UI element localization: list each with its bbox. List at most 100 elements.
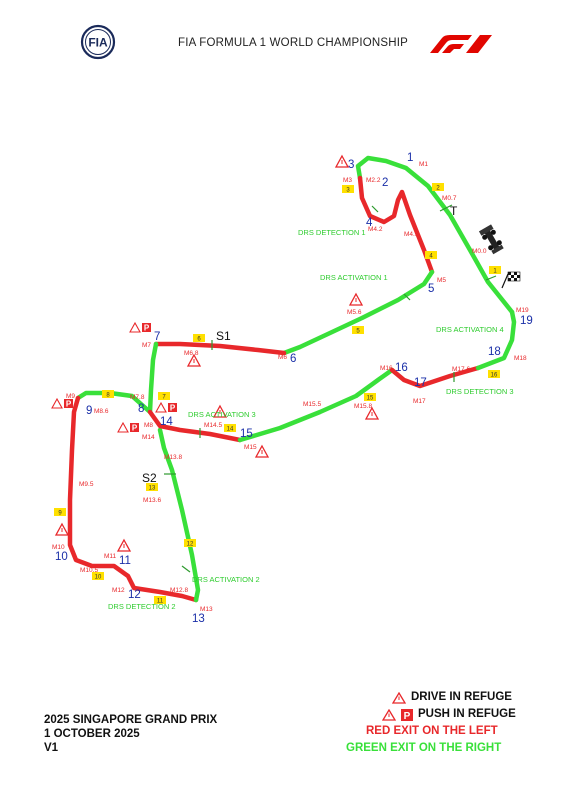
turn-number: 2: [382, 177, 388, 189]
warning-triangle-icon: [254, 444, 270, 458]
marshal-post: M7.8: [130, 394, 145, 401]
warning-triangle-icon: [54, 522, 70, 536]
turn-number: 1: [407, 152, 413, 164]
marshal-post: M5: [437, 277, 446, 284]
car-icon: [478, 224, 504, 255]
track-segment-green: [355, 155, 515, 315]
sector-label: S2: [142, 471, 157, 485]
track-segment-green: [237, 367, 395, 443]
marshal-post: M0.0: [472, 248, 487, 255]
marshal-post: M18: [514, 355, 527, 362]
marshal-post: M14: [142, 434, 155, 441]
warning-triangle-icon: [382, 708, 396, 721]
legend-red-exit: RED EXIT ON THE LEFT: [366, 725, 498, 737]
warning-triangle-icon: [348, 292, 364, 306]
push-in-refuge-markers: P P P P: [51, 321, 177, 433]
drive-in-refuge-markers: [54, 154, 380, 552]
marshal-post: M17: [413, 398, 426, 405]
push-icon-letter: P: [144, 324, 150, 333]
legend-drive-label: DRIVE IN REFUGE: [411, 691, 512, 703]
turn-number: 10: [55, 551, 68, 563]
header-title: FIA FORMULA 1 WORLD CHAMPIONSHIP: [178, 37, 409, 49]
turn-number: 17: [414, 377, 427, 389]
start-line: [485, 275, 497, 281]
turn-number: 5: [428, 283, 434, 295]
warning-triangle-icon: [334, 154, 350, 168]
turn-number: 18: [488, 346, 501, 358]
marshal-post: M8.6: [94, 408, 109, 415]
turn-number: 16: [395, 362, 408, 374]
drs-detection-line: [371, 205, 379, 213]
drs-label: DRS ACTIVATION 3: [188, 410, 256, 419]
marshal-post: M14.5: [204, 422, 222, 429]
marshal-post: M16: [380, 365, 393, 372]
marshal-post: M13: [200, 606, 213, 613]
flag-post-label: 10: [95, 575, 102, 581]
turn-number: 11: [119, 555, 131, 567]
turn-number: 7: [154, 331, 160, 343]
turn-number: 4: [366, 217, 373, 229]
flag-post-label: 8: [106, 393, 110, 399]
marshal-post: M13.8: [164, 454, 182, 461]
warning-triangle-icon: [364, 406, 380, 420]
turn-number: 15: [240, 428, 253, 440]
push-icon-letter: P: [132, 424, 138, 433]
event-date: 1 OCTOBER 2025: [44, 728, 140, 740]
drs-label: DRS ACTIVATION 4: [436, 325, 504, 334]
event-version: V1: [44, 742, 59, 754]
event-info: 2025 SINGAPORE GRAND PRIX 1 OCTOBER 2025…: [44, 713, 217, 755]
track-segment-green: [475, 309, 517, 371]
marshal-post: M5.6: [347, 309, 362, 316]
legend-drive-in-refuge: DRIVE IN REFUGE: [392, 689, 516, 706]
legend-green-exit: GREEN EXIT ON THE RIGHT: [346, 742, 502, 754]
track-segment-green: [281, 269, 435, 356]
turn-number: 9: [86, 405, 92, 417]
marshal-post: M15.5: [303, 401, 321, 408]
legend: DRIVE IN REFUGE P PUSH IN REFUGE RED EXI…: [346, 689, 516, 757]
fia-logo: FIA: [80, 24, 116, 60]
track-segment-red: [67, 395, 199, 603]
turn-number: 6: [290, 353, 296, 365]
flag-post-label: 14: [227, 427, 234, 433]
marshal-post: M13.6: [143, 497, 161, 504]
flag-post-label: 9: [58, 511, 62, 517]
flag-post-label: 6: [197, 337, 201, 343]
marshal-post: M15.8: [354, 403, 372, 410]
warning-triangle-icon: [186, 353, 202, 367]
track-segment-red: [153, 341, 287, 356]
flag-post-label: 11: [157, 599, 164, 605]
flag-post-label: 15: [367, 396, 374, 402]
flag-post-label: 7: [162, 395, 166, 401]
drs-activation-line: [403, 293, 411, 301]
marshal-post: M0.7: [442, 195, 457, 202]
event-name: 2025 SINGAPORE GRAND PRIX: [44, 714, 218, 726]
warning-triangle-icon: [116, 538, 132, 552]
f1-logo: [428, 34, 494, 54]
flag-post-label: 16: [491, 373, 498, 379]
flag-post-label: 4: [429, 254, 433, 260]
marshal-post: M10: [52, 544, 65, 551]
marshal-post: M17.6: [452, 366, 470, 373]
turn-numbers: 1 2 3 4 5 6 7 8 9 10 11 12 13 14 15 16 1…: [55, 152, 533, 625]
timing-line-label: T: [450, 204, 458, 218]
turn-number: 3: [348, 159, 354, 171]
drs-label: DRS ACTIVATION 2: [192, 575, 260, 584]
drs-label: DRS DETECTION 1: [298, 228, 366, 237]
marshal-post: M8: [144, 422, 153, 429]
drs-labels: DRS DETECTION 1 DRS ACTIVATION 1 DRS ACT…: [108, 228, 514, 611]
turn-number: 12: [128, 589, 141, 601]
flag-post-label: 2: [436, 186, 440, 192]
legend-push-in-refuge: P PUSH IN REFUGE: [382, 706, 516, 723]
marshal-post: M9.5: [79, 481, 94, 488]
flag-post-label: 5: [356, 329, 360, 335]
flag-post-label: 13: [149, 486, 156, 492]
marshal-post: M19: [516, 307, 529, 314]
drs-label: DRS DETECTION 3: [446, 387, 514, 396]
marshal-post: M15: [244, 444, 257, 451]
marshal-post: M12.8: [170, 587, 188, 594]
marshal-post: M6.8: [184, 350, 199, 357]
push-icon-letter: P: [170, 404, 176, 413]
warning-triangle-icon: [212, 404, 228, 418]
flag-post-label: 3: [346, 188, 350, 194]
marshal-post: M7: [142, 342, 151, 349]
